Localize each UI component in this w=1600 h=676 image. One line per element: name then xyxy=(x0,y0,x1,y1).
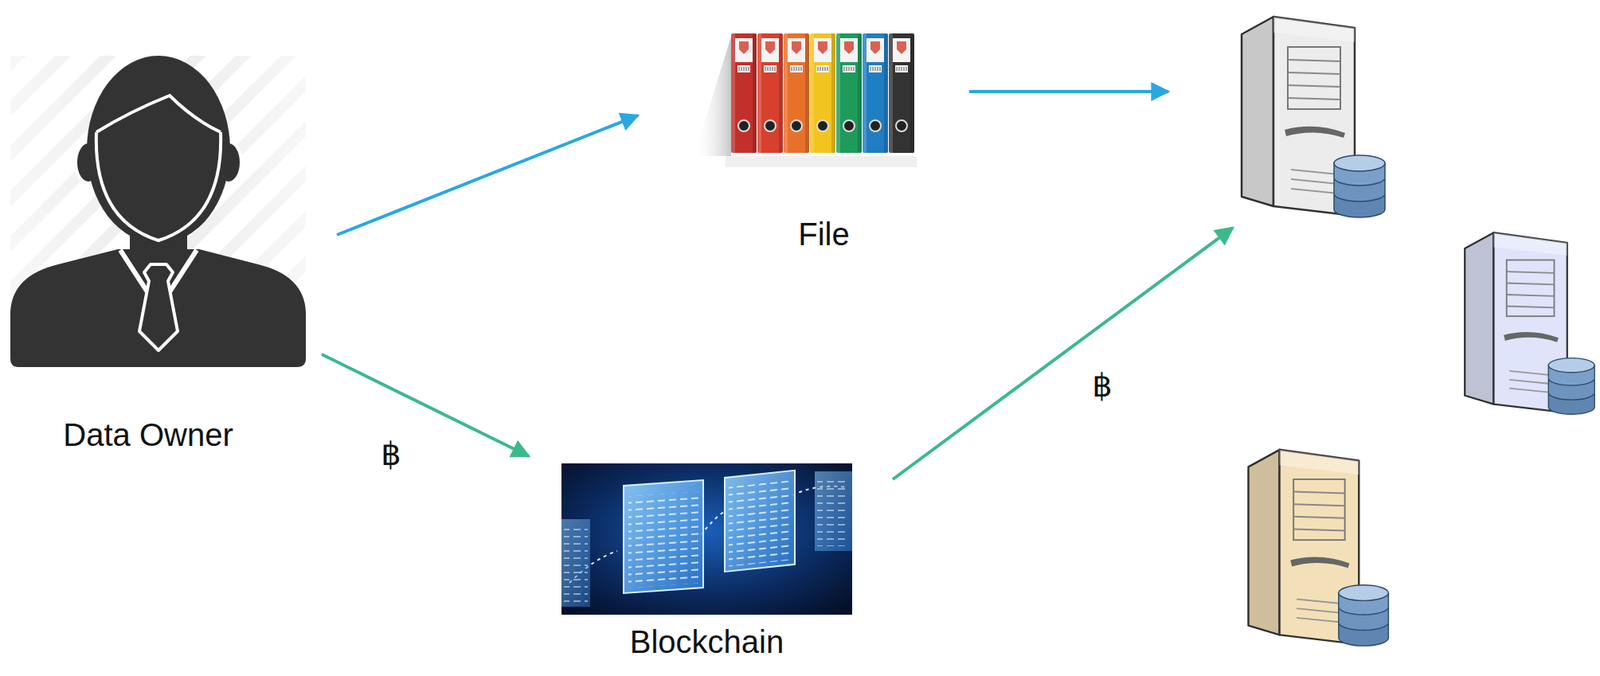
blockchain-node: Blockchain xyxy=(561,463,853,660)
node-label: Data Owner xyxy=(10,417,317,453)
file-node: File xyxy=(693,4,955,252)
node-label: File xyxy=(693,216,955,252)
arrow-line xyxy=(892,227,1233,480)
blockchain-picture xyxy=(561,463,853,615)
binders-picture xyxy=(693,33,917,168)
arrow-label: ฿ xyxy=(1089,367,1115,403)
server-icon xyxy=(1241,16,1385,218)
person-icon xyxy=(10,55,306,368)
arrow-line xyxy=(969,89,1169,94)
server-icon xyxy=(1247,449,1389,646)
arrow-connector xyxy=(336,115,638,235)
person-node: Data Owner xyxy=(10,55,317,453)
node-label: Blockchain xyxy=(561,624,853,660)
edge-label: ฿ xyxy=(378,436,403,472)
server-icon xyxy=(1464,232,1595,415)
arrow-connector xyxy=(321,354,529,457)
